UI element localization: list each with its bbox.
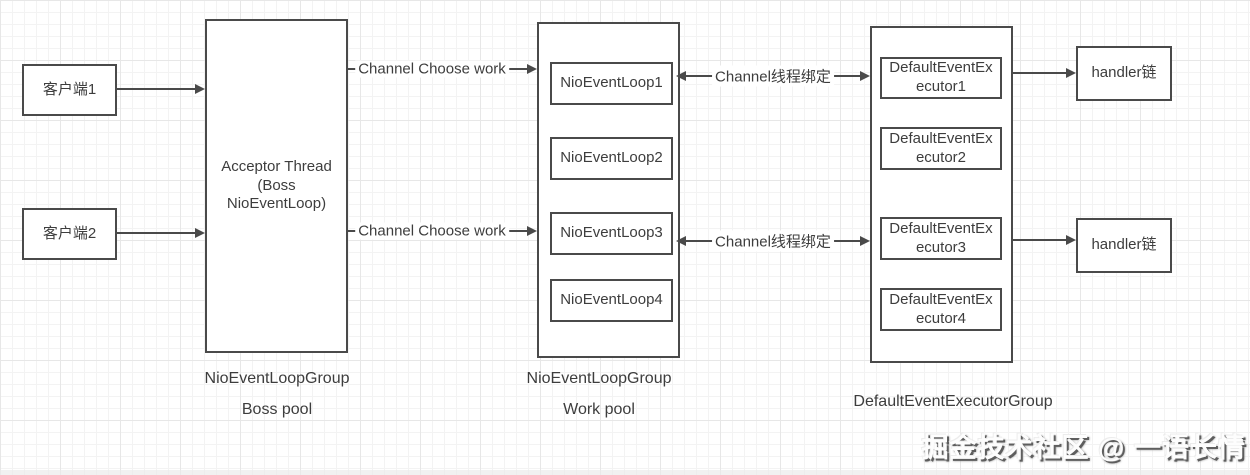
client2-label: 客户端2 — [42, 224, 97, 242]
watermark: 掘金技术社区 @ 一语长情 — [921, 433, 1246, 463]
defaulteventexecutor2-label: DefaultEventExecutor2 — [889, 129, 993, 166]
client2-node: 客户端2 — [22, 208, 117, 260]
nioeventloop3-label: NioEventLoop3 — [560, 224, 663, 242]
handler-chain-top-label: handler链 — [1091, 64, 1157, 82]
nioeventloop4-label: NioEventLoop4 — [560, 291, 663, 309]
client1-label: 客户端1 — [42, 80, 97, 98]
arrow-head-right-icon — [527, 64, 537, 74]
arrow-head-right-icon — [860, 71, 870, 81]
defaulteventexecutor4-label: DefaultEventExecutor4 — [889, 290, 993, 327]
defaulteventexecutor4-node: DefaultEventExecutor4 — [880, 288, 1002, 331]
nioeventloop3-node: NioEventLoop3 — [550, 212, 673, 255]
work-group-title: NioEventLoopGroup — [526, 370, 672, 387]
arrow-line — [117, 232, 195, 234]
choose-work-label-bottom: Channel Choose work — [355, 222, 509, 240]
arrow-head-left-icon — [676, 236, 686, 246]
nioeventloop1-node: NioEventLoop1 — [550, 62, 673, 105]
handler-chain-top-node: handler链 — [1076, 46, 1172, 101]
defaulteventexecutor2-node: DefaultEventExecutor2 — [880, 127, 1002, 170]
nioeventloop2-label: NioEventLoop2 — [560, 149, 663, 167]
arrow-line — [117, 88, 195, 90]
defaulteventexecutor3-label: DefaultEventExecutor3 — [889, 219, 993, 256]
arrow-line — [1011, 72, 1066, 74]
arrow-head-right-icon — [527, 226, 537, 236]
work-group-subtitle: Work pool — [563, 401, 635, 418]
handler-chain-bottom-node: handler链 — [1076, 218, 1172, 273]
defaulteventexecutor1-node: DefaultEventExecutor1 — [880, 57, 1002, 99]
nioeventloop2-node: NioEventLoop2 — [550, 137, 673, 180]
executor-group-title: DefaultEventExecutorGroup — [853, 393, 1053, 410]
handler-chain-bottom-label: handler链 — [1091, 236, 1157, 254]
defaulteventexecutor3-node: DefaultEventExecutor3 — [880, 217, 1002, 260]
boss-group-subtitle: Boss pool — [241, 401, 313, 418]
arrow-head-right-icon — [860, 236, 870, 246]
arrow-line — [1011, 239, 1066, 241]
arrow-head-left-icon — [676, 71, 686, 81]
client1-node: 客户端1 — [22, 64, 117, 116]
boss-group-title: NioEventLoopGroup — [204, 370, 350, 387]
arrow-head-right-icon — [1066, 235, 1076, 245]
acceptor-thread-node: Acceptor Thread (Boss NioEventLoop) — [205, 19, 348, 353]
arrow-head-right-icon — [195, 228, 205, 238]
bind-label-top: Channel线程绑定 — [712, 65, 834, 87]
acceptor-thread-label: Acceptor Thread (Boss NioEventLoop) — [221, 157, 332, 213]
nioeventloop1-label: NioEventLoop1 — [560, 74, 663, 92]
defaulteventexecutor1-label: DefaultEventExecutor1 — [889, 59, 993, 95]
nioeventloop4-node: NioEventLoop4 — [550, 279, 673, 322]
bind-label-bottom: Channel线程绑定 — [712, 230, 834, 252]
bottom-edge-strip — [0, 470, 1250, 475]
arrow-head-right-icon — [1066, 68, 1076, 78]
choose-work-label-top: Channel Choose work — [355, 60, 509, 78]
arrow-head-right-icon — [195, 84, 205, 94]
